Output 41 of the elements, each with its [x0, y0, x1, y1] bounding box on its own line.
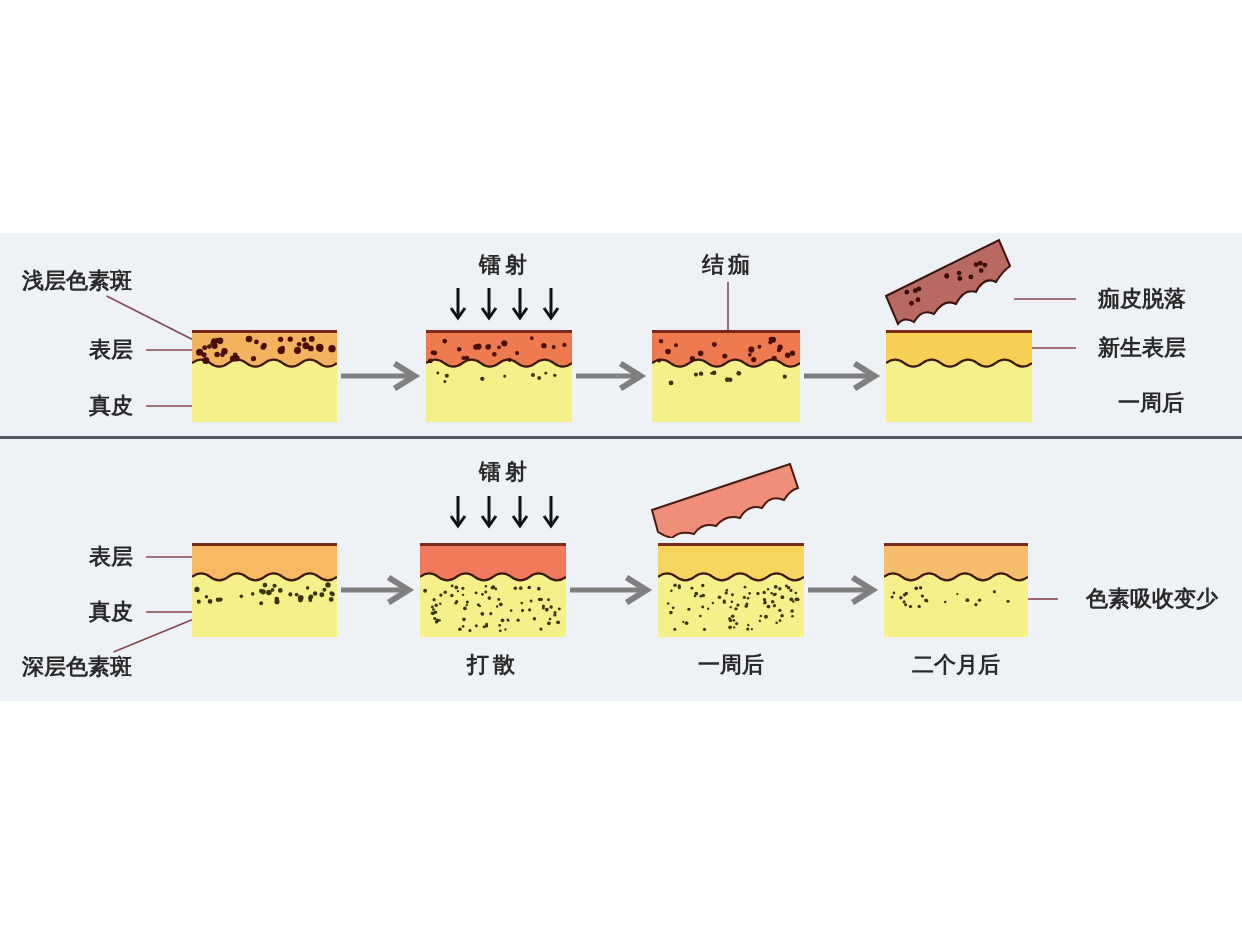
arrow [804, 360, 878, 392]
callout-label: 深层色素斑 [4, 652, 150, 682]
callout-label: 表层 [80, 543, 142, 571]
scab-drawing [884, 236, 1014, 326]
time-label: 一周后 [1117, 389, 1185, 417]
laser-label: 镭射 [477, 458, 533, 486]
leader-line [105, 295, 193, 341]
node-label: 一周后 [697, 651, 765, 679]
skin-cross-section-drawing [886, 330, 1032, 422]
callout-label: 痂皮脱落 [1080, 284, 1204, 314]
arrow [570, 574, 650, 606]
callout-label: 表层 [80, 336, 142, 364]
leader-line [1031, 347, 1077, 349]
leader-line [145, 405, 193, 407]
skin-cross-section-drawing [192, 330, 337, 422]
callout-label: 真皮 [80, 598, 142, 626]
leader-line [145, 611, 193, 613]
arrow [341, 360, 418, 392]
callout-label: 新生表层 [1080, 333, 1204, 363]
leader-line [112, 618, 193, 653]
arrow [808, 574, 876, 606]
leader-line [1013, 298, 1077, 300]
skin-cross-section-drawing [658, 543, 804, 637]
leader-line [727, 281, 729, 331]
callout-label: 色素吸收变少 [1062, 584, 1242, 614]
skin-cross-section-drawing [420, 543, 566, 637]
skin-cross-section-drawing [192, 543, 337, 637]
node-label: 二个月后 [911, 651, 1001, 679]
laser-label: 镭射 [477, 251, 533, 279]
callout-label: 浅层色素斑 [4, 266, 150, 296]
leader-line [145, 556, 193, 558]
leader-line [1027, 598, 1059, 600]
arrow [341, 574, 412, 606]
skin-cross-section-drawing [652, 330, 800, 422]
callout-label: 真皮 [80, 392, 142, 420]
node-label: 打散 [465, 651, 521, 679]
skin-cross-section-drawing [884, 543, 1028, 637]
callout-label: 结痂 [688, 250, 768, 280]
skin-cross-section-drawing [426, 330, 572, 422]
leader-line [145, 349, 193, 351]
arrow [576, 360, 644, 392]
